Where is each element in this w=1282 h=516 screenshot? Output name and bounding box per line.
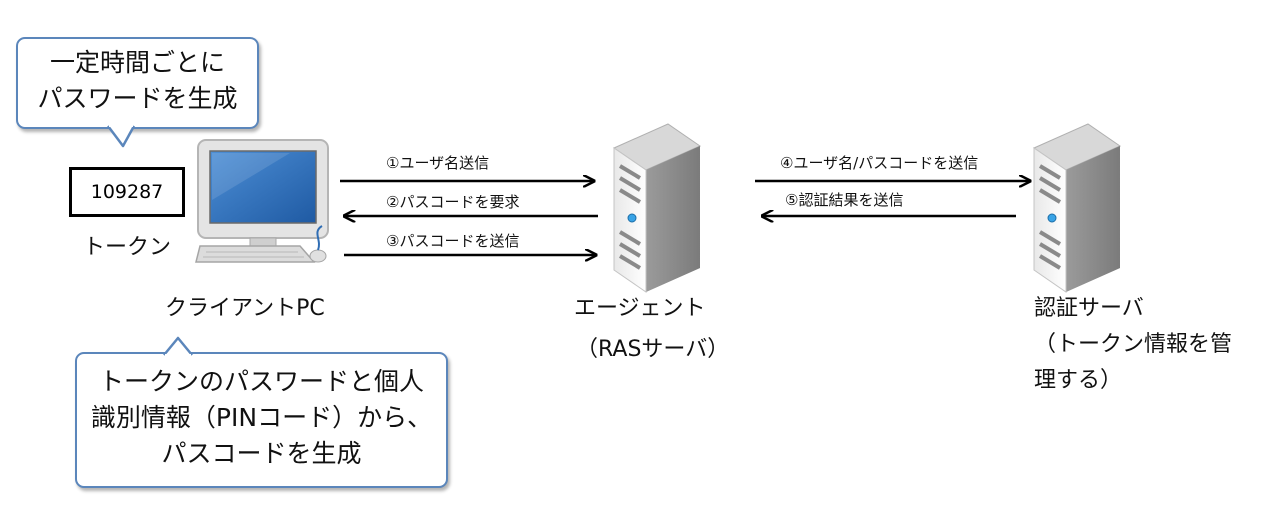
auth-server-note-line-2: 理する） [1034,368,1123,393]
client-pc-icon [195,139,329,263]
auth-server-icon [1032,123,1122,293]
agent-sublabel: （RASサーバ） [576,337,730,362]
message-2-label: ②パスコードを要求 [386,193,520,211]
agent-label: エージェント [574,296,706,321]
message-3-label: ③パスコードを送信 [386,232,520,250]
token-label: トークン [83,235,172,260]
callout-top: 一定時間ごとに パスワードを生成 [16,37,259,129]
callout-bottom-line-1: トークンのパスワードと個人 [98,367,424,396]
message-1-label: ①ユーザ名送信 [386,154,490,172]
message-5-label: ⑤認証結果を送信 [785,191,904,209]
callout-top-line-2: パスワードを生成 [37,84,238,113]
callout-bottom-line-2: 識別情報（PINコード）から、 [90,403,433,432]
callout-bottom: トークンのパスワードと個人 識別情報（PINコード）から、 パスコードを生成 [75,352,448,488]
auth-server-note-line-1: （トークン情報を管 [1034,332,1233,357]
message-4-label: ④ユーザ名/パスコードを送信 [780,154,979,172]
agent-server-icon [612,123,702,293]
token-code-box: 109287 [69,167,185,217]
callout-bottom-line-3: パスコードを生成 [161,439,362,468]
auth-server-label: 認証サーバ [1034,296,1144,321]
client-pc-label: クライアントPC [165,296,325,321]
callout-top-line-1: 一定時間ごとに [49,48,225,77]
